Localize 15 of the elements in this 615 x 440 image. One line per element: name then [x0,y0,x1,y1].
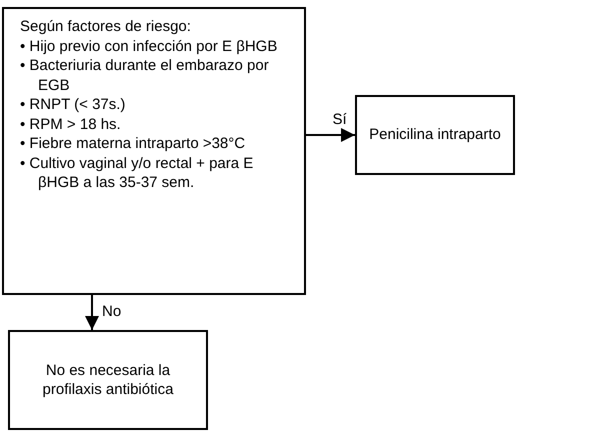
bullet-item: • RNPT (< 37s.) [20,95,126,114]
arrow [306,128,355,142]
bullet-item: • Cultivo vaginal y/o rectal + para E βHGB a las 35-37 sem. [20,154,254,192]
node-text: Penicilina intraparto [369,125,501,145]
heading-text: Según factores de riesgo: [20,17,192,36]
treatment-box [355,95,515,175]
node-text: No es necesaria la profilaxis antibiótica [42,360,174,400]
risk-factors-box [2,7,306,295]
outcome-box [8,330,208,430]
arrow [85,295,99,330]
bullet-item: • RPM > 18 hs. [20,114,122,134]
edge-label: No [100,302,124,320]
bullet-item: • Fiebre materna intraparto >38°C [20,134,246,154]
bullet-item: • Bacteriuria durante el embarazo por EGB [20,56,270,95]
bullet-item: • Hijo previo con infección por E βHGB [20,36,278,56]
